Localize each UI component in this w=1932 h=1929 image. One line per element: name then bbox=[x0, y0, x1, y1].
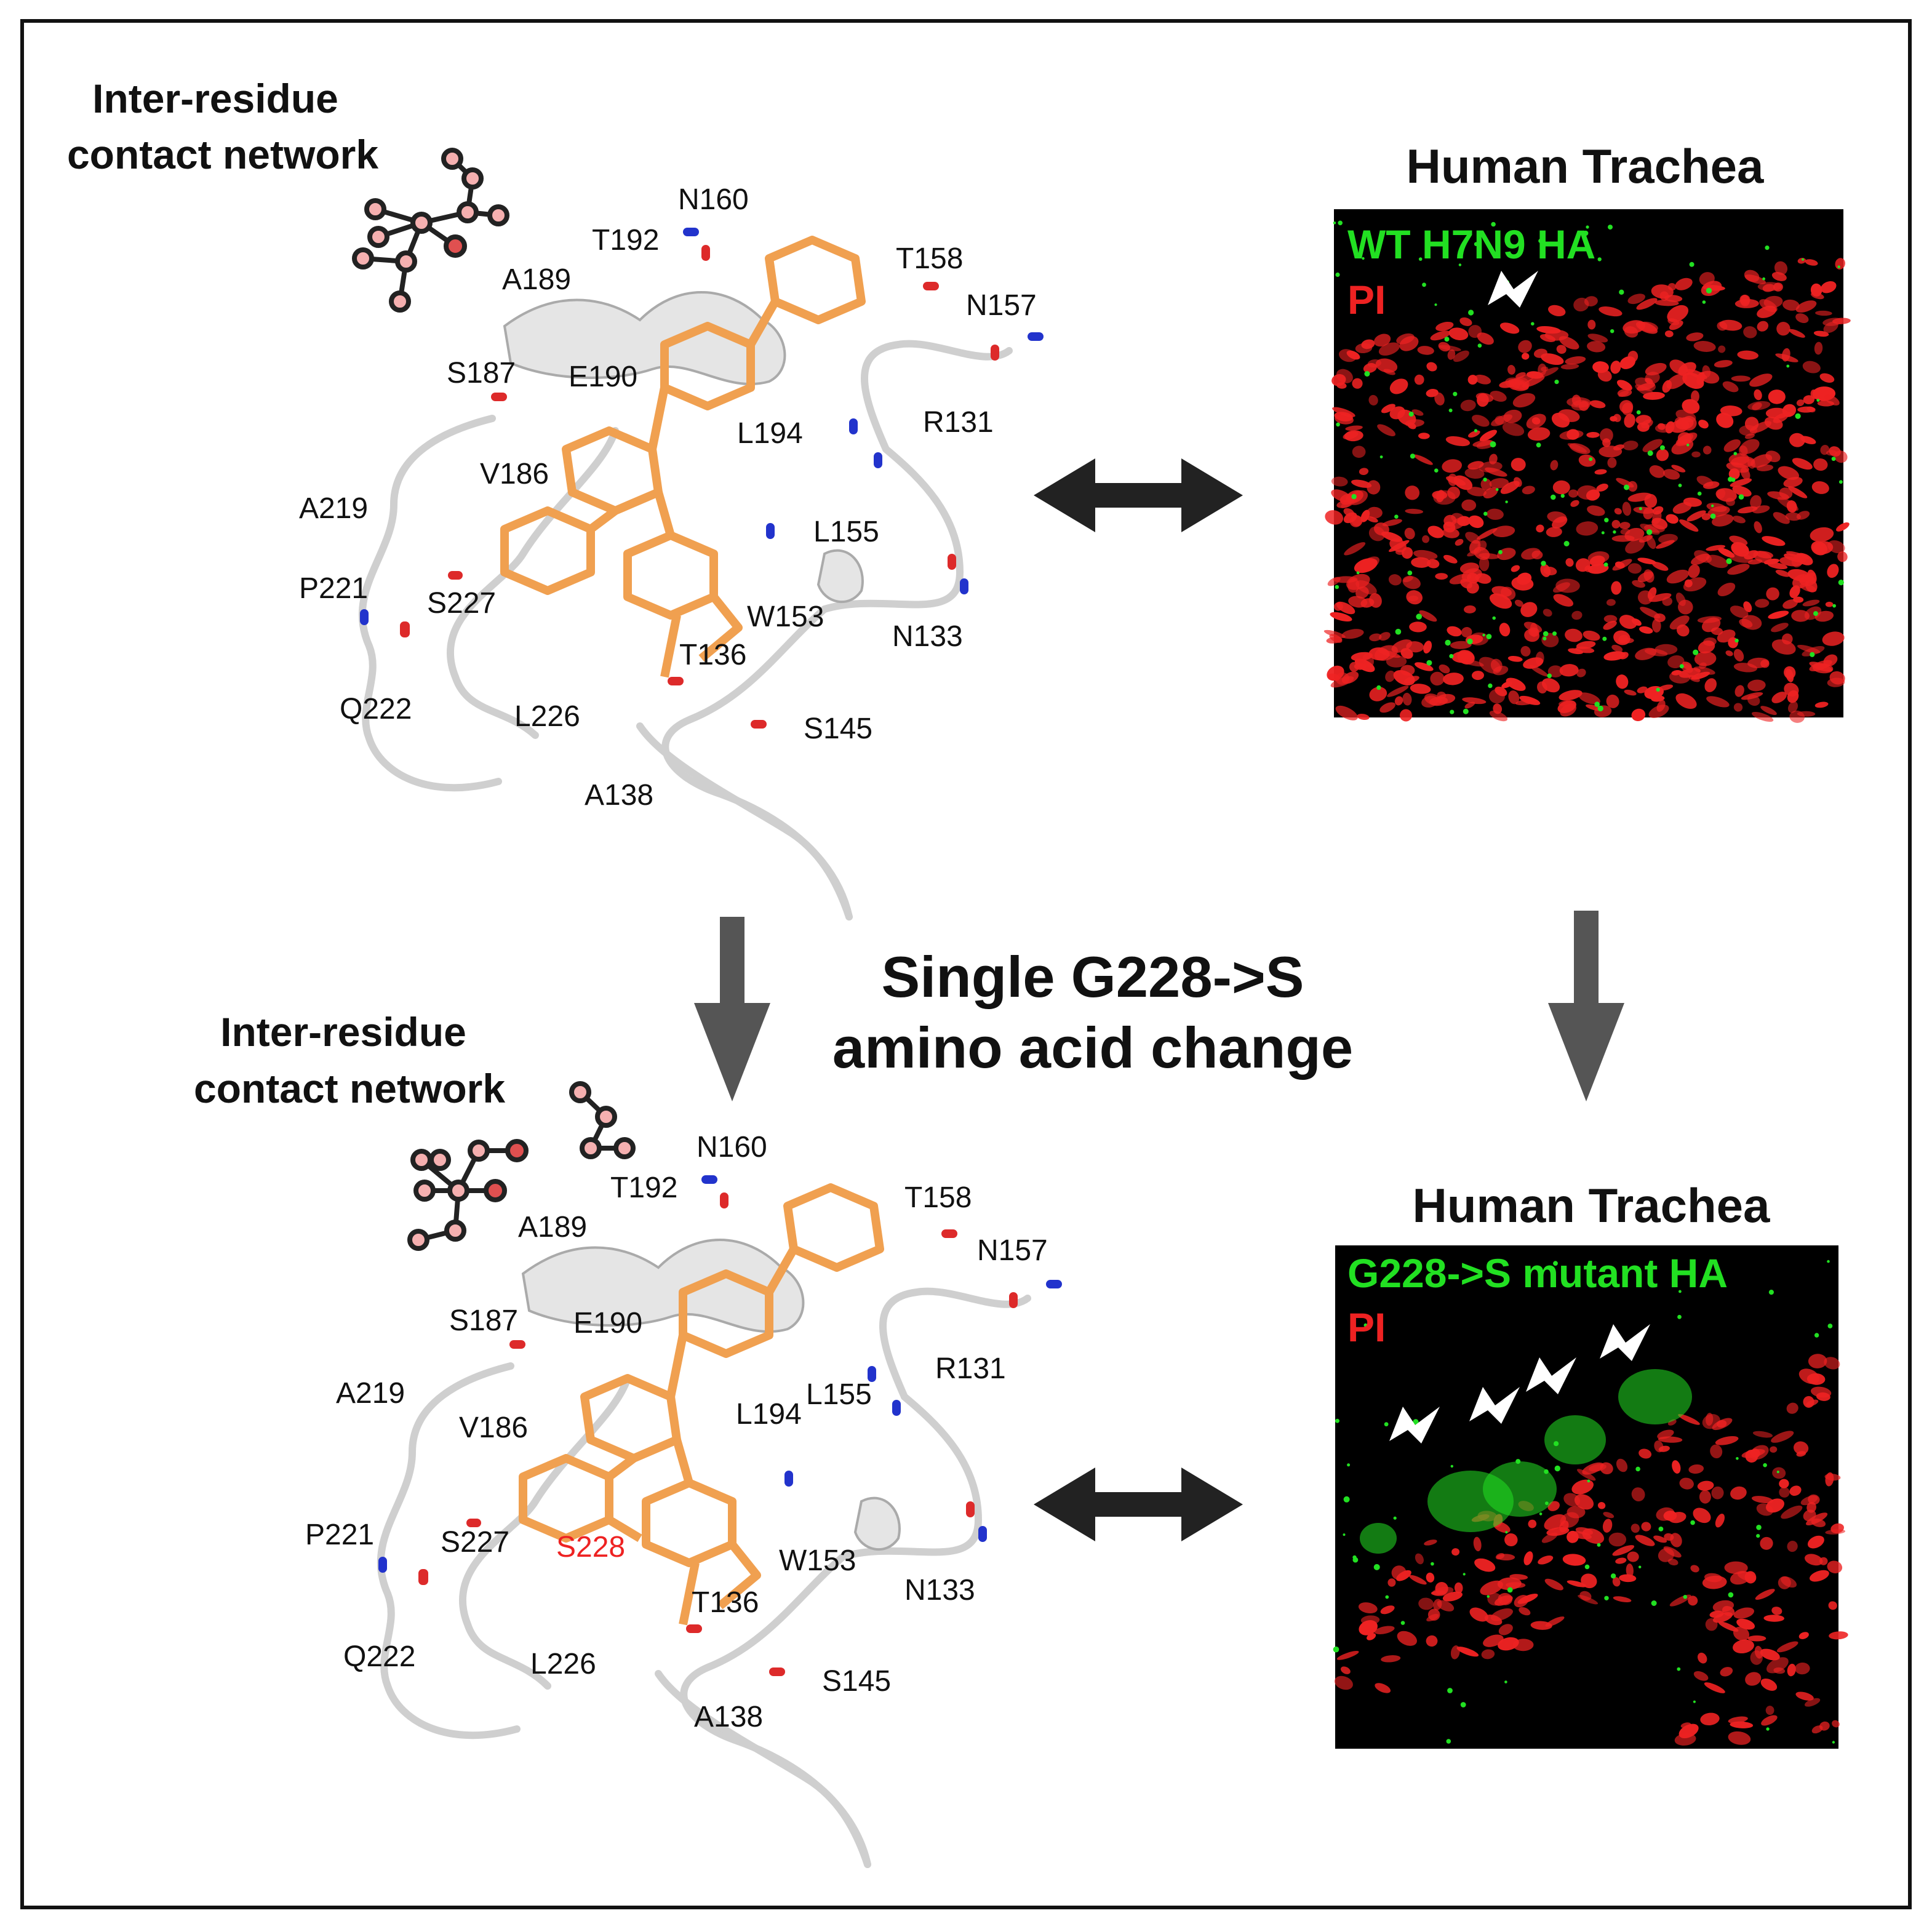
change-text-line1: Single G228->S bbox=[881, 945, 1304, 1009]
stain-label-green: G228->S mutant HA bbox=[1347, 1250, 1728, 1296]
top-contact-network-icon bbox=[352, 148, 509, 313]
pointer-arrow-icon bbox=[1526, 1357, 1576, 1394]
residue-label: V186 bbox=[480, 458, 549, 490]
panel-title: Human Trachea bbox=[1413, 1178, 1771, 1232]
top-network-label: Inter-residue contact network bbox=[67, 76, 378, 177]
residue-label: A219 bbox=[299, 492, 368, 525]
mutation-description: Single G228->S amino acid change bbox=[832, 945, 1353, 1080]
residue-label: T192 bbox=[592, 224, 659, 257]
residue-label: N157 bbox=[977, 1234, 1048, 1267]
residue-label: A189 bbox=[518, 1211, 587, 1244]
residue-label: S227 bbox=[441, 1526, 509, 1559]
residue-label: A189 bbox=[502, 263, 571, 296]
double-arrow-icon bbox=[1034, 1468, 1243, 1541]
bottom-protein-structure: N160 T192 T158 N157 A189 S187 E190 R131 … bbox=[305, 1131, 1062, 1868]
stain-label-red: PI bbox=[1347, 277, 1386, 322]
residue-label: L194 bbox=[737, 417, 803, 450]
bottom-contact-network-icon bbox=[407, 1081, 636, 1251]
stained-nuclei bbox=[1323, 220, 1851, 723]
network-label-line2: contact network bbox=[194, 1066, 505, 1111]
residue-label: N133 bbox=[892, 620, 963, 653]
residue-label: W153 bbox=[747, 601, 824, 633]
residue-label: N133 bbox=[904, 1574, 975, 1607]
pointer-arrow-icon bbox=[1469, 1387, 1520, 1424]
pointer-arrow-icon bbox=[1389, 1407, 1440, 1444]
residue-label: S145 bbox=[804, 713, 872, 745]
residue-label: N157 bbox=[966, 289, 1037, 322]
residue-label: L226 bbox=[514, 700, 580, 733]
stain-label-green: WT H7N9 HA bbox=[1347, 222, 1595, 267]
figure-border bbox=[20, 19, 1912, 1909]
residue-label: A219 bbox=[336, 1377, 405, 1410]
residue-label: L194 bbox=[736, 1398, 802, 1431]
down-arrow-icon bbox=[1548, 911, 1624, 1101]
network-label-line2: contact network bbox=[67, 132, 378, 177]
residue-label: A138 bbox=[694, 1701, 763, 1733]
residue-label: T158 bbox=[904, 1181, 972, 1214]
residue-label: Q222 bbox=[340, 693, 412, 725]
residue-label: V186 bbox=[459, 1412, 528, 1444]
residue-label: T136 bbox=[692, 1586, 759, 1619]
residue-label: R131 bbox=[923, 406, 994, 439]
bottom-network-label: Inter-residue contact network bbox=[194, 1009, 505, 1111]
residue-label: W153 bbox=[779, 1544, 856, 1577]
network-label-line1: Inter-residue bbox=[220, 1009, 466, 1055]
residue-label: N160 bbox=[678, 183, 749, 216]
residue-label: L155 bbox=[813, 516, 879, 548]
residue-label: E190 bbox=[569, 361, 637, 393]
down-arrow-icon bbox=[694, 917, 770, 1101]
double-arrow-icon bbox=[1034, 458, 1243, 532]
residue-label: A138 bbox=[585, 779, 653, 812]
residue-label: P221 bbox=[299, 572, 368, 605]
mutated-residue-label: S228 bbox=[556, 1531, 625, 1564]
residue-label: T192 bbox=[610, 1172, 677, 1204]
stained-nuclei bbox=[1333, 1260, 1848, 1746]
bottom-trachea-panel: Human Trachea G228->S mutant HA PI bbox=[1333, 1178, 1848, 1749]
residue-label: S145 bbox=[822, 1665, 891, 1698]
residue-label: L155 bbox=[806, 1378, 872, 1411]
residue-label: R131 bbox=[935, 1352, 1006, 1385]
residue-label: T158 bbox=[896, 242, 963, 275]
residue-label: Q222 bbox=[343, 1640, 415, 1673]
stain-label-red: PI bbox=[1347, 1304, 1386, 1350]
residue-label: S227 bbox=[427, 587, 496, 620]
residue-label: N160 bbox=[697, 1131, 767, 1164]
residue-label: S187 bbox=[449, 1304, 518, 1337]
residue-label: S187 bbox=[447, 357, 516, 389]
top-protein-structure: N160 T192 T158 N157 A189 S187 E190 L194 … bbox=[299, 183, 1044, 921]
residue-label: L226 bbox=[530, 1648, 596, 1680]
pointer-arrow-icon bbox=[1600, 1324, 1650, 1361]
panel-title: Human Trachea bbox=[1407, 139, 1765, 193]
residue-label: E190 bbox=[573, 1307, 642, 1340]
top-trachea-panel: Human Trachea WT H7N9 HA PI bbox=[1323, 139, 1851, 723]
pointer-arrow-icon bbox=[1488, 271, 1538, 308]
network-label-line1: Inter-residue bbox=[92, 76, 338, 121]
residue-label: T136 bbox=[679, 639, 746, 671]
residue-label: P221 bbox=[305, 1519, 374, 1551]
change-text-line2: amino acid change bbox=[832, 1015, 1353, 1080]
